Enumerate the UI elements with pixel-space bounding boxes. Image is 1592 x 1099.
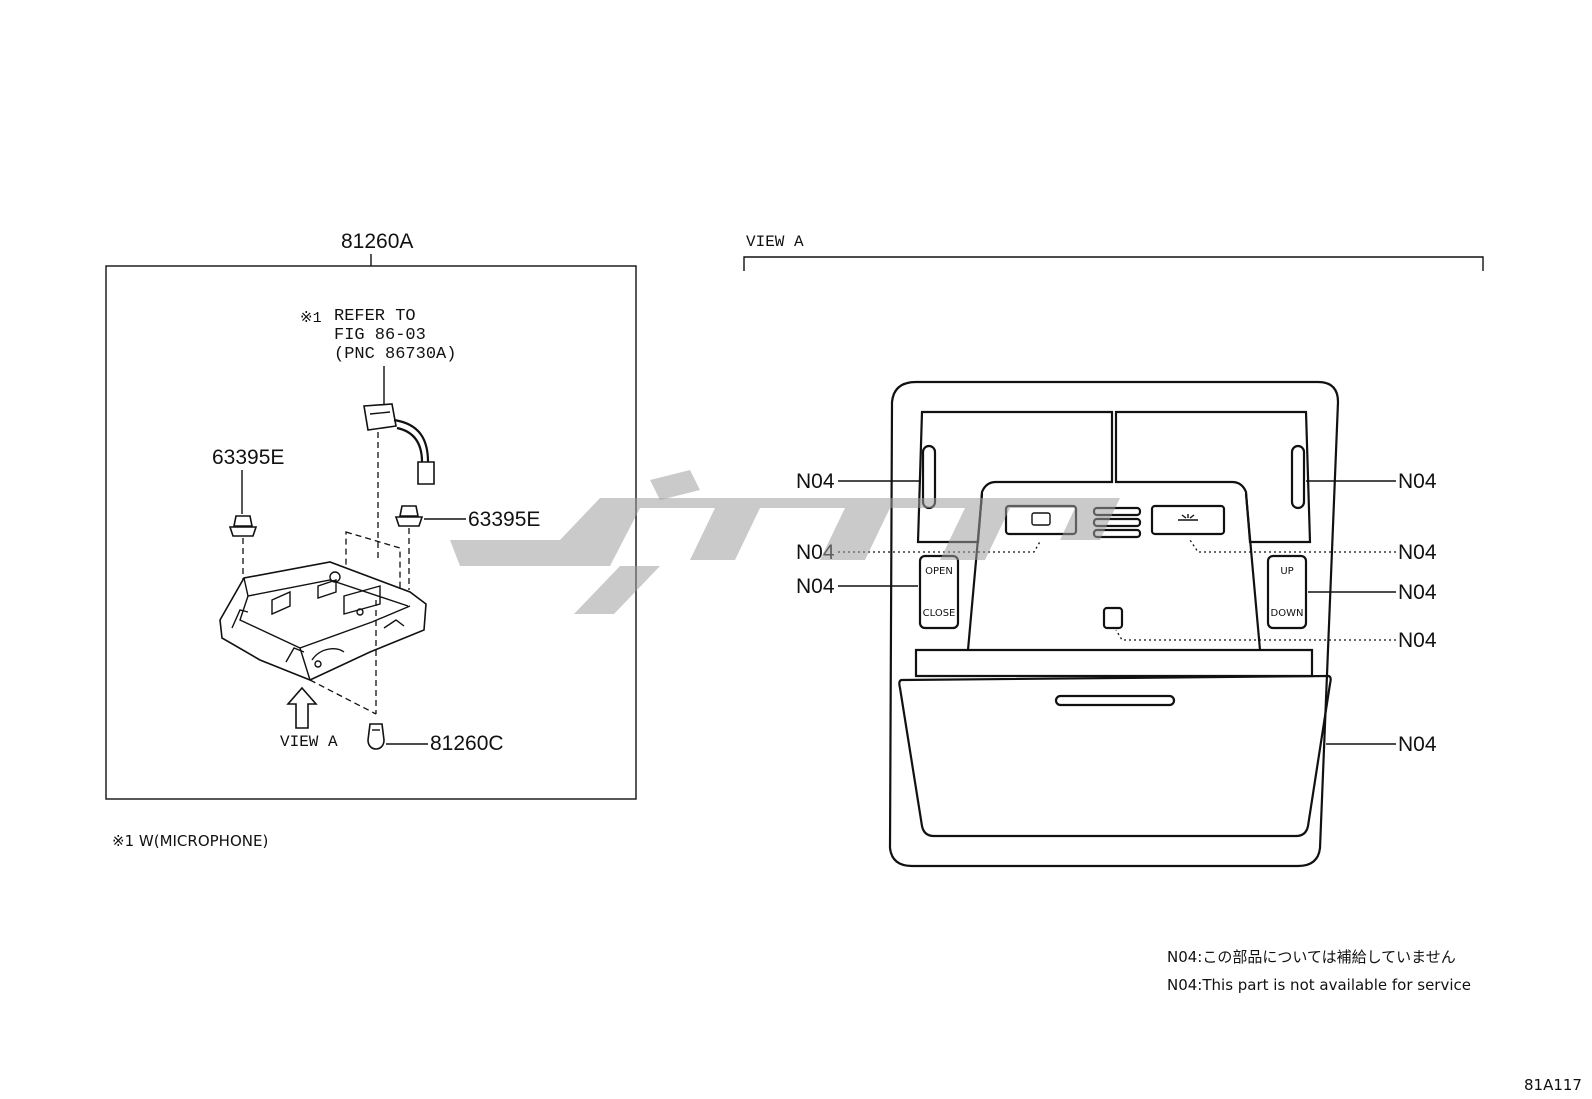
left-panel: 81260A ※1 REFER TO FIG 86-03 (PNC 86730A… [105,230,637,800]
assembly-part-number[interactable]: 81260A [341,230,413,253]
view-a-label: VIEW A [280,733,338,751]
view-a-bracket [743,256,1484,271]
down-label: DOWN [1271,608,1304,619]
callout-n04-holder-door[interactable]: N04 [1398,733,1437,756]
view-a-arrow-icon [286,686,318,729]
holder-ledge [914,648,1314,678]
lamp-slot-right [1290,444,1306,510]
callout-n04-open-close[interactable]: N04 [796,575,835,598]
sensor-icon [1102,606,1124,630]
map-lamp-lens-right [1114,410,1312,544]
bulb-part-number[interactable]: 81260C [430,732,504,755]
figure-code: 81A117 [1524,1076,1582,1094]
console-outer-housing [888,380,1340,868]
close-label: CLOSE [923,608,956,619]
refer-line-2: FIG 86-03 [334,326,426,345]
microphone-connector-icon [363,403,435,560]
refer-note-mark: ※1 [300,310,322,327]
callout-n04-lens-left[interactable]: N04 [796,470,835,493]
sunglass-holder-door[interactable] [898,674,1332,838]
overhead-console-housing [219,561,427,681]
view-a-title: VIEW A [746,233,804,251]
watermark-logo [450,470,1120,614]
switch-dome-lamp[interactable] [1150,504,1226,536]
callout-n04-dome-switch[interactable]: N04 [1398,541,1437,564]
clip-right-icon [394,505,424,590]
clip-right-part-number[interactable]: 63395E [468,508,540,531]
note-english: N04:This part is not available for servi… [1167,976,1471,994]
sunroof-open-close-switch[interactable]: OPEN CLOSE [918,554,960,630]
bulb-icon [367,723,385,750]
up-label: UP [1280,566,1293,577]
callout-n04-lens-right[interactable]: N04 [1398,470,1437,493]
callout-n04-up-down[interactable]: N04 [1398,581,1437,604]
footnote: ※1 W(MICROPHONE) [112,832,268,850]
open-label: OPEN [925,566,953,577]
door-handle[interactable] [1054,694,1176,707]
callout-n04-sensor[interactable]: N04 [1398,629,1437,652]
refer-line-1: REFER TO [334,307,416,326]
sunroof-up-down-switch[interactable]: UP DOWN [1266,554,1308,630]
callout-leaders [838,480,1396,745]
right-panel: VIEW A OPEN CLOSE [743,233,1484,868]
refer-line-3: (PNC 86730A) [334,345,456,364]
clip-left-part-number[interactable]: 63395E [212,446,284,469]
assembly-frame [105,265,637,800]
note-japanese: N04:この部品については補給していません [1167,948,1456,966]
